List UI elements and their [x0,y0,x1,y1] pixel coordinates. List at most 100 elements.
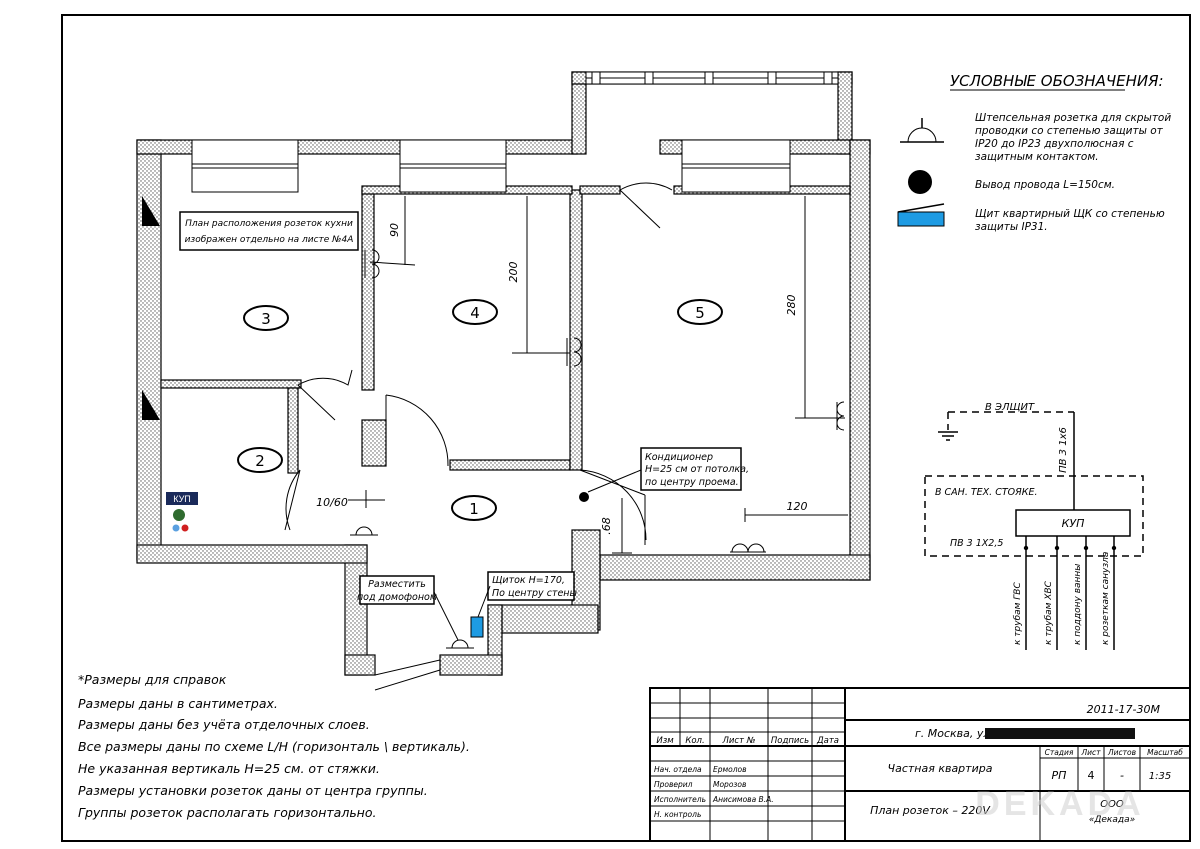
window [191,139,299,193]
svg-text:Группы розеток располагать гор: Группы розеток располагать горизонтально… [78,805,376,820]
svg-text:По центру стены: По центру стены [492,588,578,599]
svg-text:Морозов: Морозов [713,780,746,789]
svg-text:защиты IP31.: защиты IP31. [975,221,1048,233]
corner-mark [142,196,160,226]
room-marker: 3 [243,305,289,331]
svg-text:Анисимова В.А.: Анисимова В.А. [712,795,774,804]
svg-text:План розеток – 220V: План розеток – 220V [870,804,991,817]
svg-text:Масштаб: Масштаб [1147,748,1183,757]
floor-plan: 3 4 5 2 1 План расположения розеток кухн… [136,71,871,691]
room-marker: 2 [237,447,283,473]
svg-text:4: 4 [470,304,480,322]
door-swing [579,469,647,545]
window [399,139,507,193]
svg-text:Нач. отдела: Нач. отдела [654,765,702,774]
wall [361,419,387,467]
svg-text:В ЭЛЩИТ: В ЭЛЩИТ [985,402,1035,413]
svg-text:2011-17-30М: 2011-17-30М [1087,703,1161,716]
svg-text:В САН. ТЕХ. СТОЯКЕ.: В САН. ТЕХ. СТОЯКЕ. [935,487,1038,498]
legend: УСЛОВНЫЕ ОБОЗНАЧЕНИЯ: Штепсельная розетк… [897,72,1171,233]
svg-text:Кондиционер: Кондиционер [645,452,713,463]
svg-text:к поддону ванны: к поддону ванны [1073,564,1083,645]
svg-text:200: 200 [507,262,520,283]
svg-text:Не указанная вертикаль Н=25 см: Не указанная вертикаль Н=25 см. от стяжк… [78,761,380,776]
wire-outlet-icon [908,170,932,194]
svg-text:Кол.: Кол. [685,736,704,746]
svg-text:*Размеры для справок: *Размеры для справок [78,672,227,687]
svg-text:к трубам ГВС: к трубам ГВС [1013,582,1023,645]
door-swing [374,659,441,691]
svg-text:«Декада»: «Декада» [1089,815,1135,825]
door-swing [385,394,449,467]
svg-text:Размеры даны в сантиметрах.: Размеры даны в сантиметрах. [78,696,278,711]
room-marker: 5 [677,299,723,325]
dimension-90: 90 [369,196,416,266]
svg-text:Изм: Изм [656,736,674,746]
svg-text:-: - [1120,769,1124,782]
general-notes: *Размеры для справок Размеры даны в сант… [78,672,470,820]
svg-text:Дата: Дата [816,736,839,746]
svg-text:ПВ 3 1Х2,5: ПВ 3 1Х2,5 [950,538,1003,549]
wire-outlet-icon [579,492,589,502]
svg-text:Н=25 см от потолка,: Н=25 см от потолка, [645,464,749,475]
bonding-scheme: В ЭЛЩИТ ПВ 3 1х6 В САН. ТЕХ. СТОЯКЕ. КУП… [924,402,1144,650]
svg-text:КУП: КУП [1062,517,1085,530]
panel-icon [897,203,945,227]
svg-text:.68: .68 [600,517,613,535]
dimension-120: 120 [744,500,848,522]
wall [599,554,871,581]
wall [849,139,871,581]
wall [361,189,375,391]
panel-icon [470,616,484,638]
wall [136,544,368,564]
svg-text:г. Москва, ул.: г. Москва, ул. [915,727,994,740]
svg-text:Частная квартира: Частная квартира [888,762,993,775]
dimension-68: .68 [600,498,632,554]
svg-text:Исполнитель: Исполнитель [654,795,706,804]
svg-text:2: 2 [255,452,265,470]
svg-text:ПВ 3 1х6: ПВ 3 1х6 [1058,427,1069,473]
svg-text:УСЛОВНЫЕ ОБОЗНАЧЕНИЯ:: УСЛОВНЫЕ ОБОЗНАЧЕНИЯ: [950,72,1164,90]
svg-text:КУП: КУП [173,494,191,504]
svg-text:Н. контроль: Н. контроль [654,810,701,819]
wall [160,379,302,389]
kup-badge: КУП [166,492,198,532]
window [681,139,791,193]
wall [287,387,299,474]
svg-text:План расположения розеток кухн: План расположения розеток кухни [185,219,353,229]
svg-text:РП: РП [1052,769,1067,782]
redacted-address [985,728,1135,739]
wall [344,654,376,676]
kup-box [1015,509,1131,537]
room-marker: 1 [451,495,497,521]
wall [136,139,162,561]
svg-text:ООО: ООО [1100,799,1124,810]
wall [569,189,583,471]
dimension-1060: 10/60 [316,490,385,509]
svg-text:Подпись: Подпись [771,736,809,746]
svg-text:под домофоном: под домофоном [357,592,437,603]
balcony-window [585,71,839,85]
svg-text:Размеры установки розеток даны: Размеры установки розеток даны от центра… [78,783,428,798]
socket-icon [350,249,845,649]
intercom-callout: Разместить под домофоном [357,575,459,641]
svg-text:проводки со степенью защиты от: проводки со степенью защиты от [975,125,1164,137]
kitchen-note: План расположения розеток кухни изображе… [179,211,359,251]
svg-text:к розеткам санузла: к розеткам санузла [1101,552,1111,645]
door-swing [284,469,301,531]
svg-text:90: 90 [388,223,401,237]
door-swing [619,182,673,229]
svg-text:Стадия: Стадия [1045,748,1074,757]
svg-text:10/60: 10/60 [316,496,348,509]
room-marker: 4 [452,299,498,325]
wall [487,604,599,634]
svg-text:защитным контактом.: защитным контактом. [975,151,1099,163]
svg-text:Проверил: Проверил [654,780,693,789]
ac-callout: Кондиционер Н=25 см от потолка, по центр… [587,447,749,493]
svg-text:Все размеры даны по схеме L/H: Все размеры даны по схеме L/H (горизонта… [78,739,470,754]
svg-text:изображен отдельно на листе №4: изображен отдельно на листе №4А [185,235,354,245]
title-block: Изм Кол. Лист № Подпись Дата Нач. отдела… [649,687,1191,842]
svg-text:280: 280 [785,295,798,316]
svg-text:IP20 до IP23 двухполюсная с: IP20 до IP23 двухполюсная с [975,138,1134,150]
svg-text:120: 120 [787,500,808,513]
